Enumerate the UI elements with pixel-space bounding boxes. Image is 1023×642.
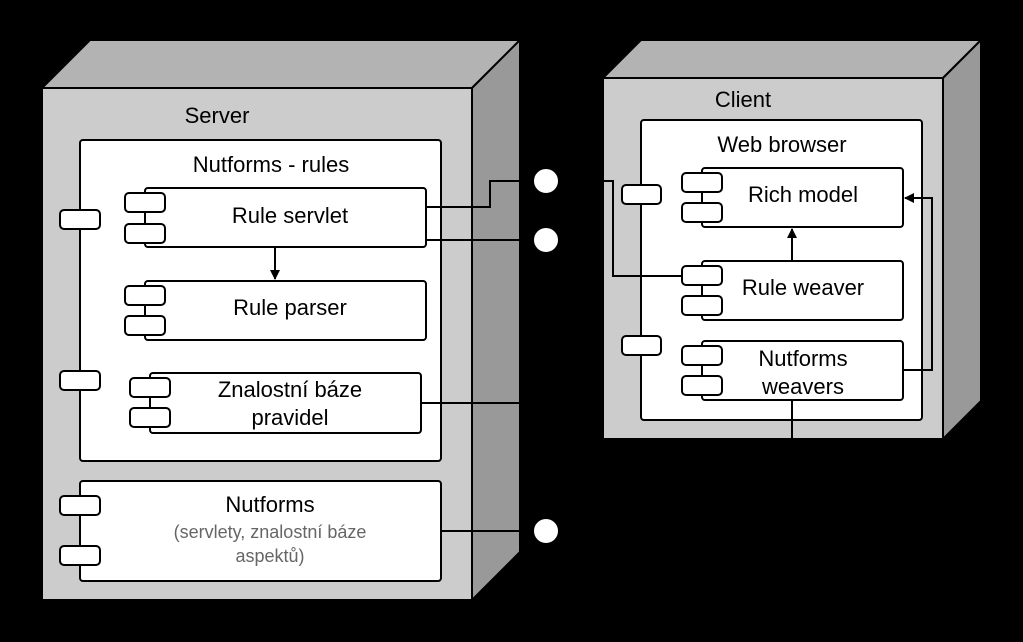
knowledge-base-label-line1: Znalostní báze: [218, 377, 362, 402]
nutforms-weavers-tab-2: [681, 375, 723, 396]
nutforms-weavers-label-line2: weavers: [761, 374, 844, 399]
nutforms-component: Nutforms (servlety, znalostní báze aspek…: [59, 480, 442, 582]
nutforms-weavers-component: Nutforms weavers: [681, 340, 904, 401]
weavers-to-model-arrow: [903, 193, 933, 371]
nutforms-weavers-label-line1: Nutforms: [758, 346, 847, 371]
rules-package-port-top: [59, 209, 101, 230]
server-title: Server: [185, 103, 250, 128]
web-browser-title: Web browser: [717, 132, 846, 157]
rich-model-component: Rich model: [681, 167, 904, 228]
rich-model-label: Rich model: [748, 182, 858, 207]
rule-weaver-label: Rule weaver: [742, 275, 864, 300]
rule-parser-tab-2: [124, 315, 166, 336]
client-node: Client Web browser Rich model Rule weave…: [600, 37, 984, 442]
rule-weaver-box: [701, 260, 904, 321]
rules-package-title: Nutforms - rules: [193, 152, 349, 177]
servlet-to-interface-1-line: [426, 180, 533, 208]
rule-parser-box: [144, 280, 427, 341]
rich-model-tab-2: [681, 202, 723, 223]
nutforms-subtitle-line1: (servlety, znalostní báze: [174, 522, 367, 542]
server-node-side: [471, 37, 521, 603]
rule-weaver-tab-1: [681, 265, 723, 286]
client-title: Client: [715, 87, 771, 112]
rich-model-box: [701, 167, 904, 228]
nutforms-tab-1: [59, 495, 101, 516]
rule-parser-component: Rule parser: [124, 280, 427, 341]
rule-servlet-label: Rule servlet: [232, 203, 348, 228]
rule-parser-label: Rule parser: [233, 295, 347, 320]
interface-lollipop-2: [532, 226, 560, 254]
rule-servlet-component: Rule servlet: [124, 187, 427, 248]
rule-weaver-tab-2: [681, 295, 723, 316]
web-browser-package: Web browser Rich model Rule weaver: [621, 119, 933, 421]
client-node-side: [942, 37, 982, 442]
rules-package: Nutforms - rules Rule servlet Rule parse…: [59, 139, 442, 462]
knowledge-base-tab-2: [129, 407, 171, 428]
rule-parser-tab-1: [124, 285, 166, 306]
client-node-top: [600, 39, 984, 79]
interface-lollipop-1: [532, 167, 560, 195]
interface-lollipop-3: [532, 517, 560, 545]
nutforms-tab-2: [59, 545, 101, 566]
web-browser-port-bottom: [621, 335, 662, 356]
nutforms-subtitle-line2: aspektů): [235, 546, 304, 566]
interface-to-rule-weaver-line: [560, 180, 682, 277]
rich-model-tab-1: [681, 172, 723, 193]
web-browser-port-top: [621, 184, 662, 205]
rule-servlet-tab-2: [124, 223, 166, 244]
server-node-top: [39, 39, 523, 89]
rule-weaver-component: Rule weaver: [681, 260, 904, 321]
nutforms-weavers-tab-1: [681, 345, 723, 366]
rule-servlet-box: [144, 187, 427, 248]
knowledge-base-tab-1: [129, 377, 171, 398]
knowledge-base-label-line2: pravidel: [251, 405, 328, 430]
nutforms-title: Nutforms: [225, 492, 314, 517]
rule-servlet-tab-1: [124, 192, 166, 213]
knowledge-base-component: Znalostní báze pravidel: [129, 372, 422, 434]
server-node: Server Nutforms - rules Rule servlet Rul…: [39, 37, 523, 603]
rules-package-port-bottom: [59, 370, 101, 391]
